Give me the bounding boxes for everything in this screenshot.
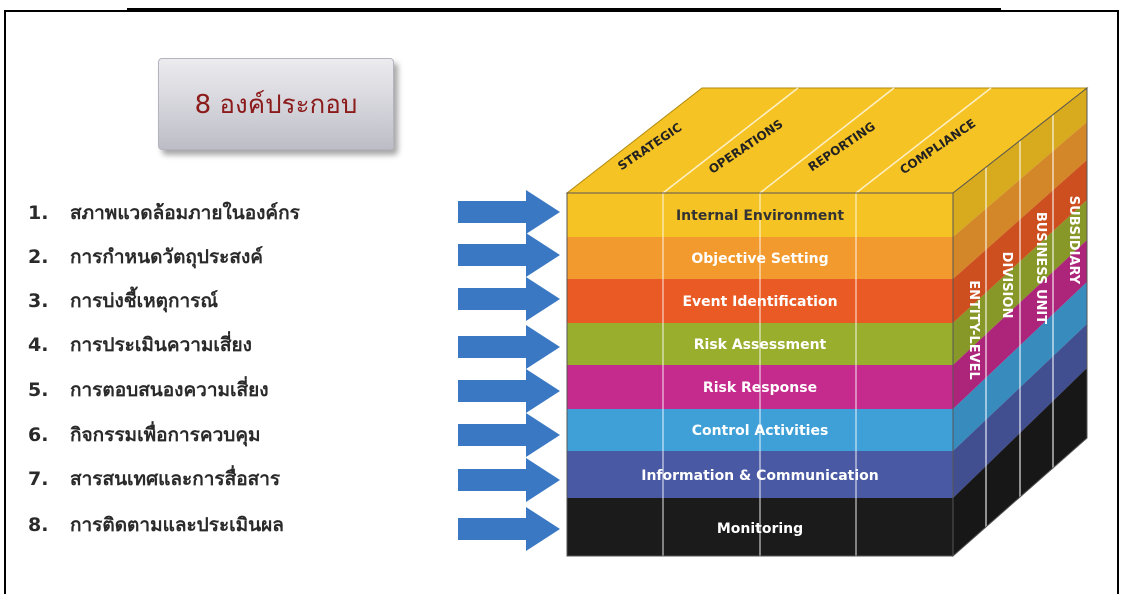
arrow-right-icon bbox=[458, 458, 560, 502]
row-label-objective-setting: Objective Setting bbox=[691, 251, 828, 267]
component-label: การประเมินความเสี่ยง bbox=[70, 334, 252, 356]
row-label-monitoring: Monitoring bbox=[717, 521, 803, 537]
cube-side-dividers bbox=[985, 115, 1054, 527]
title-text: 8 องค์ประกอบ bbox=[194, 89, 358, 120]
component-number: 5. bbox=[28, 379, 49, 401]
component-number: 8. bbox=[28, 514, 49, 536]
arrow-right-icon bbox=[458, 413, 560, 457]
cube-outline bbox=[566, 86, 1088, 558]
arrow-right-icon bbox=[458, 277, 560, 321]
component-number: 6. bbox=[28, 424, 49, 446]
side-label-subsidiary: SUBSIDIARY bbox=[1066, 196, 1081, 285]
arrow-right-icon bbox=[458, 190, 560, 234]
arrow-right-icon bbox=[458, 233, 560, 277]
component-label: การตอบสนองความเสี่ยง bbox=[70, 379, 269, 401]
side-label-division: DIVISION bbox=[999, 252, 1014, 319]
component-label: การติดตามและประเมินผล bbox=[70, 514, 284, 536]
component-number: 1. bbox=[28, 202, 49, 224]
component-item-2: 2. การกำหนดวัตถุประสงค์ bbox=[28, 241, 263, 273]
component-number: 4. bbox=[28, 334, 49, 356]
component-item-3: 3. การบ่งชี้เหตุการณ์ bbox=[28, 285, 218, 317]
component-item-5: 5. การตอบสนองความเสี่ยง bbox=[28, 374, 269, 406]
cube-front-dividers bbox=[662, 193, 857, 556]
component-number: 7. bbox=[28, 468, 49, 490]
row-label-risk-response: Risk Response bbox=[703, 380, 817, 396]
row-label-event-identification: Event Identification bbox=[682, 294, 837, 310]
component-item-1: 1. สภาพแวดล้อมภายในองค์กร bbox=[28, 197, 300, 229]
row-label-information-communication: Information & Communication bbox=[641, 468, 878, 484]
component-number: 3. bbox=[28, 290, 49, 312]
arrow-right-icon bbox=[458, 507, 560, 551]
top-border-line bbox=[127, 8, 1001, 10]
side-label-business-unit: BUSINESS UNIT bbox=[1033, 212, 1048, 324]
row-label-control-activities: Control Activities bbox=[692, 423, 829, 439]
component-label: กิจกรรมเพื่อการควบคุม bbox=[70, 424, 261, 446]
row-label-risk-assessment: Risk Assessment bbox=[694, 337, 827, 353]
arrow-right-icon bbox=[458, 325, 560, 369]
component-label: สารสนเทศและการสื่อสาร bbox=[70, 468, 281, 490]
component-item-6: 6. กิจกรรมเพื่อการควบคุม bbox=[28, 419, 261, 451]
component-label: การกำหนดวัตถุประสงค์ bbox=[70, 246, 263, 268]
arrow-right-icon bbox=[458, 369, 560, 413]
component-label: การบ่งชี้เหตุการณ์ bbox=[70, 290, 218, 312]
component-item-7: 7. สารสนเทศและการสื่อสาร bbox=[28, 463, 280, 495]
component-label: สภาพแวดล้อมภายในองค์กร bbox=[70, 202, 300, 224]
component-item-8: 8. การติดตามและประเมินผล bbox=[28, 509, 284, 541]
component-number: 2. bbox=[28, 246, 49, 268]
side-label-entity-level: ENTITY-LEVEL bbox=[966, 280, 981, 380]
cube-top-dividers bbox=[662, 87, 992, 194]
title-box: 8 องค์ประกอบ bbox=[158, 58, 394, 150]
figure-frame bbox=[4, 10, 1119, 594]
row-label-internal-environment: Internal Environment bbox=[676, 208, 844, 224]
component-item-4: 4. การประเมินความเสี่ยง bbox=[28, 329, 252, 361]
